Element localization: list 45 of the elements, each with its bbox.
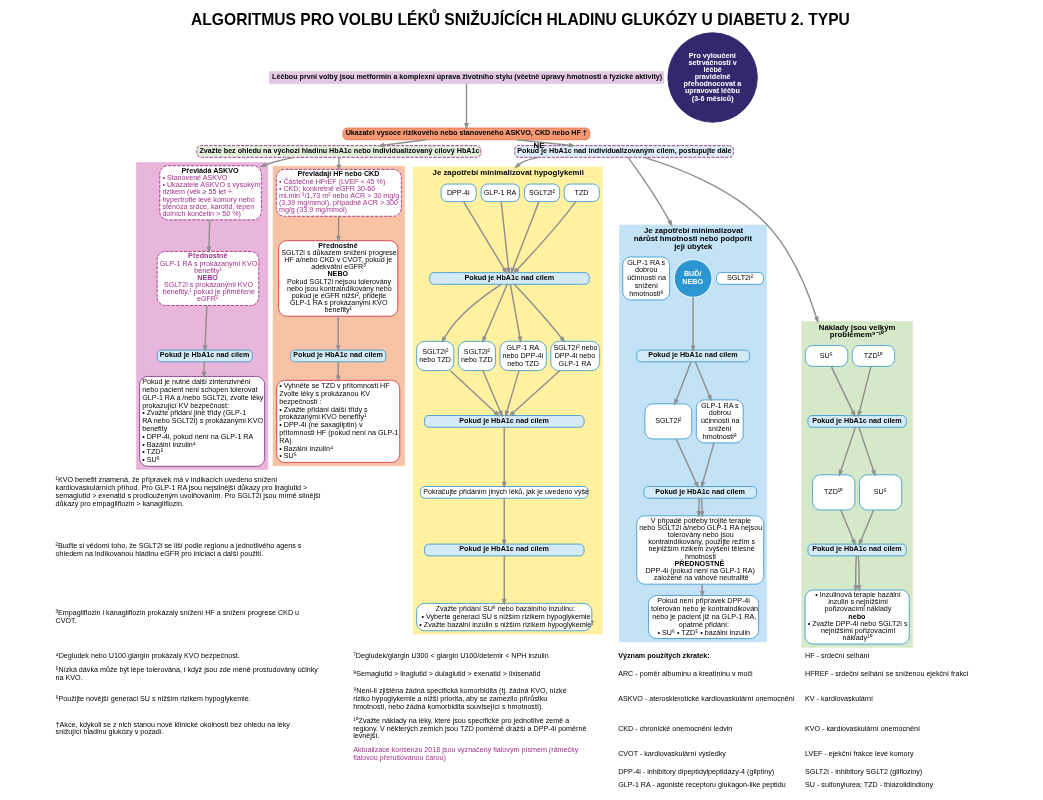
arrow <box>259 156 295 168</box>
arrow <box>690 296 696 353</box>
arrow <box>513 283 566 343</box>
arrow <box>335 315 341 353</box>
arrow <box>501 426 507 489</box>
arrow <box>856 555 862 593</box>
arrow <box>853 555 859 593</box>
arrow <box>513 200 577 275</box>
arrow <box>509 283 523 344</box>
arrow <box>463 201 508 275</box>
arrow <box>501 497 507 547</box>
arrow <box>508 369 561 417</box>
arrow <box>464 82 469 130</box>
arrow <box>335 361 341 383</box>
arrow <box>694 361 712 402</box>
arrow <box>482 283 508 344</box>
arrow <box>482 370 503 418</box>
arrow <box>830 365 856 418</box>
arrow <box>516 139 576 148</box>
arrow <box>449 369 501 417</box>
arrow <box>857 365 872 418</box>
arrow <box>858 509 875 547</box>
arrow <box>700 442 715 489</box>
arrow <box>699 497 705 518</box>
arrow <box>675 438 699 489</box>
arrow <box>510 201 540 275</box>
diagram-title: ALGORITMUS PRO VOLBU LÉKŮ SNIŽUJÍCÍCH HLADINU GLUKÓZY U DIABETU 2. TYPU <box>191 11 850 29</box>
arrow <box>838 426 857 477</box>
arrow <box>441 283 502 344</box>
arrow <box>858 426 876 477</box>
arrow <box>500 201 511 275</box>
arrow <box>504 370 520 418</box>
arrow <box>674 361 692 406</box>
arrow <box>336 156 342 172</box>
arrow <box>202 304 208 353</box>
arrow <box>699 583 705 598</box>
arrow <box>377 139 427 148</box>
arrow <box>696 497 702 518</box>
arrow <box>840 509 856 547</box>
arrow <box>643 156 819 324</box>
arrow <box>336 215 341 243</box>
arrow <box>206 219 212 254</box>
arrow <box>627 156 673 227</box>
arrow <box>514 156 540 169</box>
arrow <box>501 555 507 606</box>
